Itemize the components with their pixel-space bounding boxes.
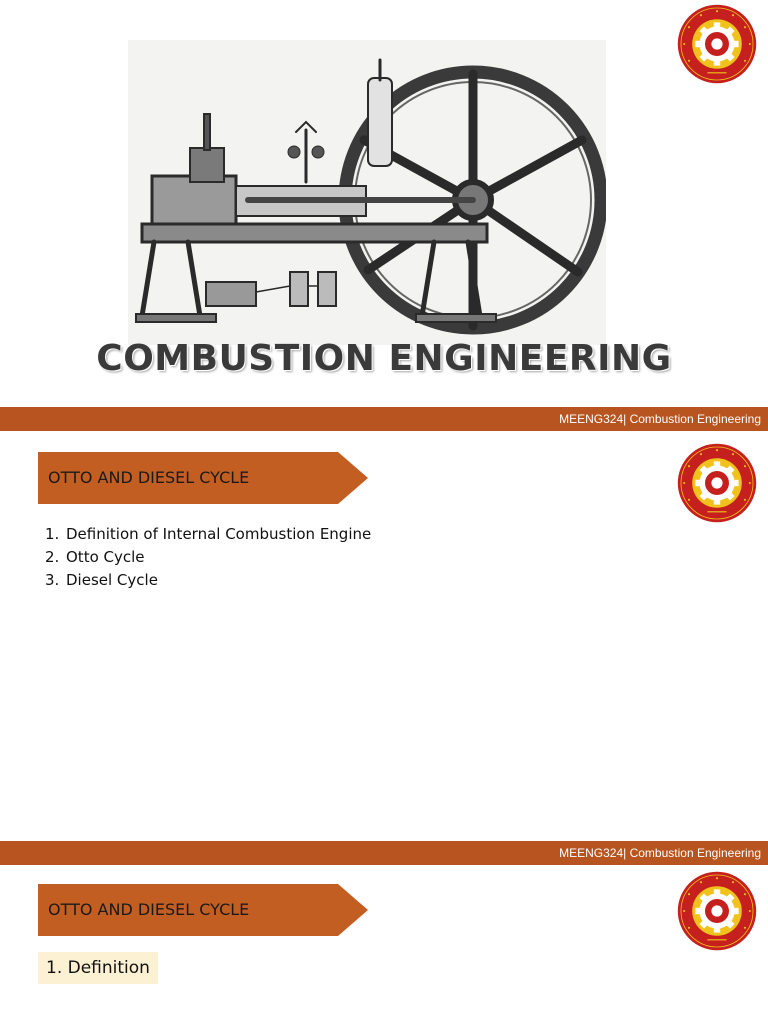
agenda-item: 1.Definition of Internal Combustion Engi… — [45, 525, 372, 543]
institute-seal-logo-icon — [677, 4, 757, 84]
title-slide: COMBUSTION ENGINEERING — [0, 0, 768, 407]
banner-arrow-shape — [38, 884, 368, 936]
section-banner-label: OTTO AND DIESEL CYCLE — [48, 468, 250, 487]
section-banner: OTTO AND DIESEL CYCLE — [38, 452, 368, 504]
institute-seal-logo-icon — [677, 871, 757, 951]
agenda-item: 2.Otto Cycle — [45, 548, 145, 566]
agenda-slide: MEENG324| Combustion Engineering OTTO AN… — [0, 407, 768, 841]
gas-engine-illustration — [128, 40, 606, 345]
slide-header-bar: MEENG324| Combustion Engineering — [0, 407, 768, 431]
banner-arrow-shape — [38, 452, 368, 504]
slide-header-bar: MEENG324| Combustion Engineering — [0, 841, 768, 865]
section-banner: OTTO AND DIESEL CYCLE — [38, 884, 368, 936]
subsection-title: 1. Definition — [38, 952, 158, 984]
institute-seal-logo-icon — [677, 443, 757, 523]
deck-title: COMBUSTION ENGINEERING — [96, 338, 672, 379]
agenda-list: 1.Definition of Internal Combustion Engi… — [45, 523, 371, 592]
definition-slide: MEENG324| Combustion Engineering OTTO AN… — [0, 841, 768, 1024]
section-banner-label: OTTO AND DIESEL CYCLE — [48, 900, 250, 919]
agenda-item: 3.Diesel Cycle — [45, 571, 158, 589]
